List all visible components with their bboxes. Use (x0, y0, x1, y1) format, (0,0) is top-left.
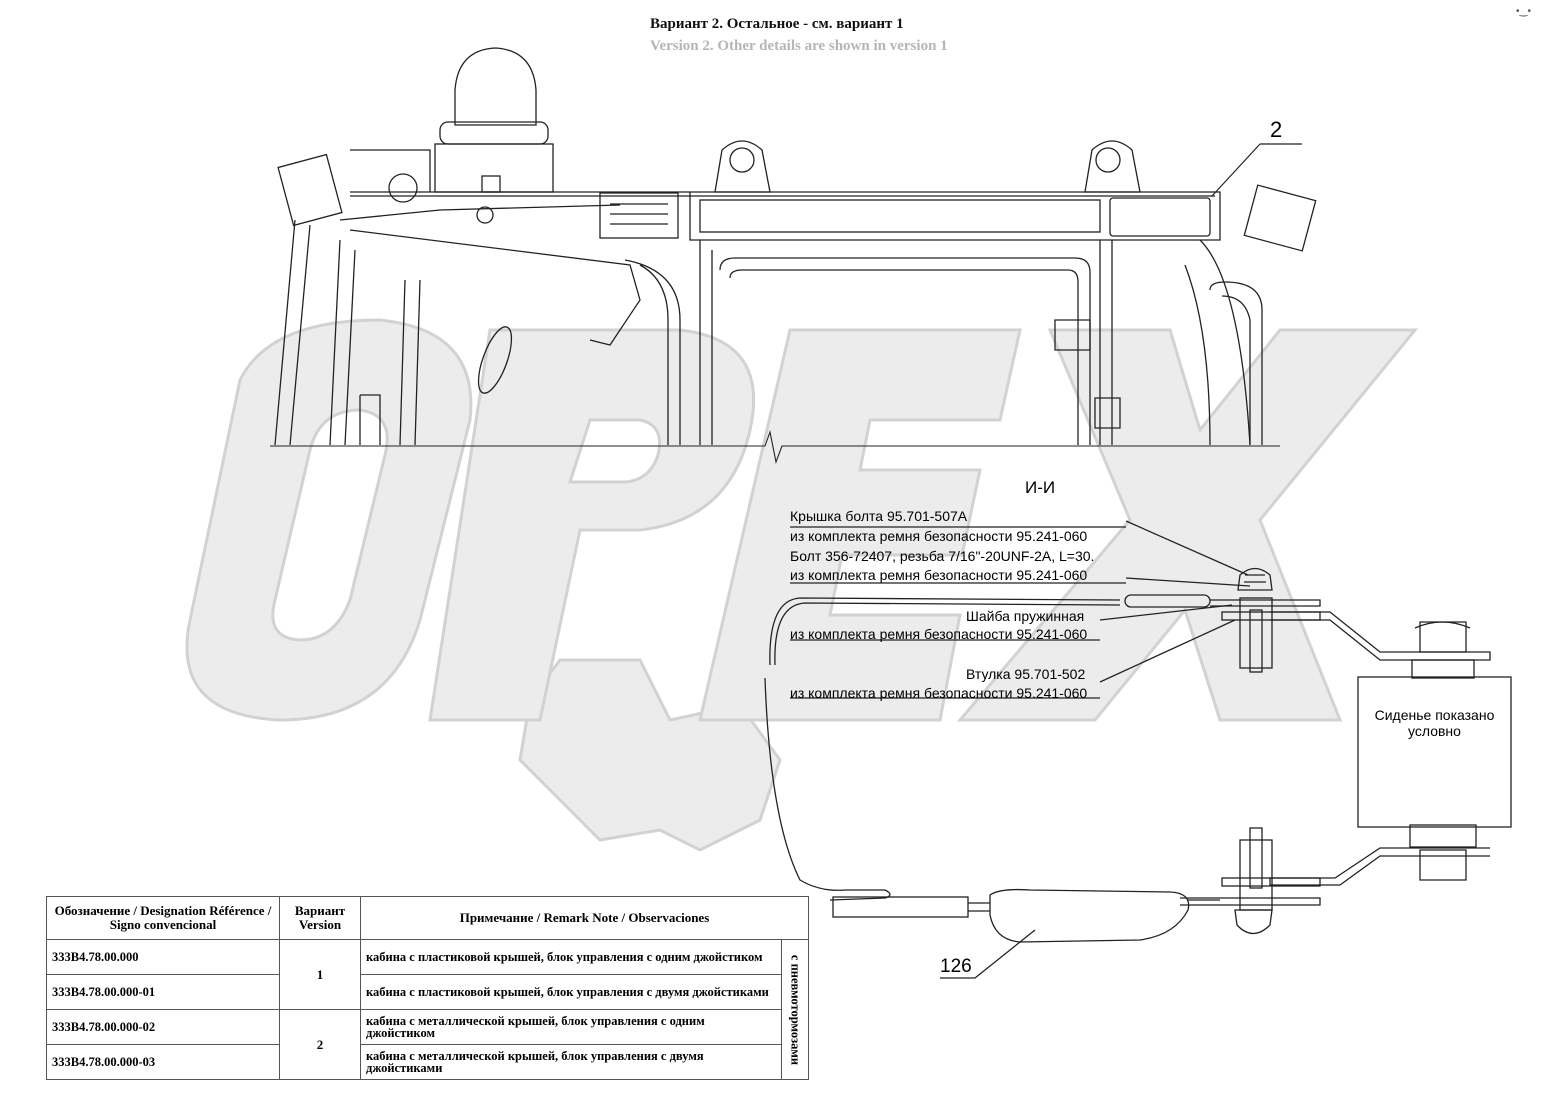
row-note: кабина с металлической крышей, блок упра… (360, 1009, 782, 1045)
variants-table: Обозначение / Designation Référence / Si… (46, 896, 809, 1080)
watermark-letter-x (956, 328, 1419, 722)
callout-washer-source: из комплекта ремня безопасности 95.241-0… (790, 626, 1088, 642)
beacon-lamp (454, 47, 537, 126)
lifting-eye-left (714, 140, 771, 193)
table-row: 333В4.78.00.000-01 кабина с пластиковой … (46, 974, 809, 1010)
buckle-tongue (832, 896, 969, 918)
row-designation: 333В4.78.00.000-03 (46, 1044, 280, 1080)
header-ru: Вариант 2. Остальное - см. вариант 1 (650, 16, 904, 32)
table-row: 333В4.78.00.000 1 кабина с пластиковой к… (46, 939, 809, 1080)
callout-bolt-source: из комплекта ремня безопасности 95.241-0… (790, 567, 1088, 583)
seat-bracket-lower (1269, 847, 1490, 886)
row-note: кабина с металлической крышей, блок упра… (360, 1044, 782, 1080)
section-drawing (764, 520, 1512, 979)
belt-lower (764, 677, 891, 901)
row-designation: 333В4.78.00.000-01 (46, 974, 280, 1010)
callout-bushing-source: из комплекта ремня безопасности 95.241-0… (790, 685, 1088, 701)
watermark-gear-icon (518, 658, 782, 852)
header-en: Version 2. Other details are shown in ve… (650, 38, 948, 54)
leader-bolt (1125, 577, 1251, 587)
callout-bushing-title: Втулка 95.701-502 (966, 666, 1086, 682)
callout-bolt-cap-source: из комплекта ремня безопасности 95.241-0… (790, 528, 1088, 544)
cab-drawing (270, 47, 1317, 464)
version-group-2: 2 (279, 1009, 361, 1080)
callout-bolt-title: Болт 356-72407, резьба 7/16"-20UNF-2A, L… (790, 548, 1095, 564)
corner-mark: •‿• (1515, 6, 1531, 17)
seat-block (1357, 676, 1512, 828)
row-note: кабина с пластиковой крышей, блок управл… (360, 974, 782, 1010)
window-frame (699, 240, 713, 445)
row-note: кабина с пластиковой крышей, блок управл… (360, 939, 782, 975)
seat-label: Сиденье показано условно (1374, 707, 1495, 739)
row-designation: 333В4.78.00.000-02 (46, 1009, 280, 1045)
side-note-cell: с пневмотормозами (781, 939, 809, 1080)
lifting-eye-right (1084, 140, 1141, 193)
watermark-letter-o (185, 318, 473, 722)
table-row: 333В4.78.00.000-02 2 кабина с металличес… (46, 1009, 809, 1080)
header-designation: Обозначение / Designation Référence / Si… (46, 896, 280, 940)
pos2-leader (1211, 143, 1302, 197)
bolt-cap (1237, 567, 1273, 591)
buckle-126 (989, 888, 1190, 943)
header-remark: Примечание / Remark Note / Observaciones (360, 896, 809, 940)
seat-bracket-upper (1270, 611, 1491, 661)
leader-126 (940, 929, 1036, 979)
table-row: 333В4.78.00.000-03 кабина с металлическо… (46, 1044, 809, 1080)
header-version: Вариант Version (279, 896, 361, 940)
leader-bushing (1099, 619, 1236, 683)
position-label-2: 2 (1270, 117, 1283, 142)
belt-strap (769, 597, 1121, 666)
section-label: И-И (1025, 478, 1056, 497)
watermark-letter-p (428, 328, 756, 722)
table-header-row: Обозначение / Designation Référence / Si… (46, 896, 809, 940)
callout-bolt-cap-title: Крышка болта 95.701-507А (790, 508, 968, 524)
callout-washer-title: Шайба пружинная (966, 608, 1085, 624)
position-label-126: 126 (940, 956, 972, 977)
version-group-1: 1 (279, 939, 361, 1010)
row-designation: 333В4.78.00.000 (46, 939, 280, 975)
leader-cap (1125, 520, 1249, 576)
side-note: с пневмотормозами (788, 954, 803, 1065)
leader-washer (1099, 604, 1233, 621)
